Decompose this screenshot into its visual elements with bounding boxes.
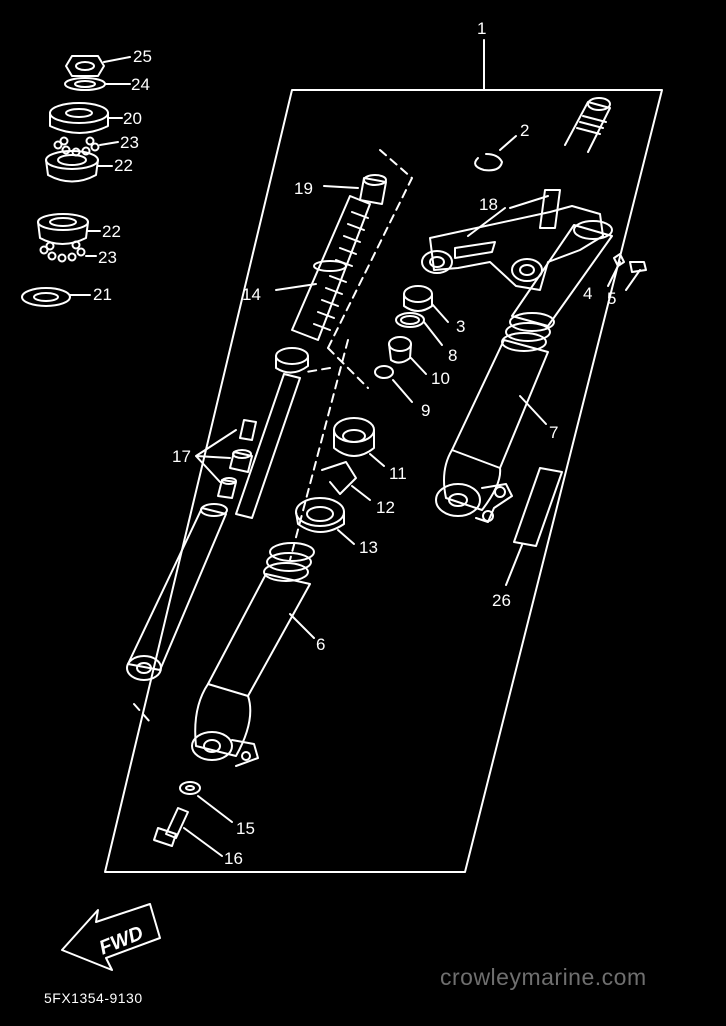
- under-bracket-18: [421, 189, 604, 291]
- callout-6: 6: [316, 635, 326, 654]
- label-26: [513, 467, 563, 547]
- callout-19: 19: [294, 179, 313, 198]
- watermark: crowleymarine.com: [440, 964, 647, 990]
- part-code: 5FX1354-9130: [44, 990, 143, 1006]
- leader-7: [519, 395, 547, 425]
- bearing-23-upper: [53, 136, 100, 157]
- washer-24: [64, 77, 106, 91]
- circlip-2: [474, 153, 503, 172]
- callout-25: 25: [133, 47, 152, 66]
- bushing-19: [359, 174, 387, 205]
- fwd-arrow-icon: FWD: [61, 903, 161, 971]
- leader-17: [195, 429, 237, 483]
- fork-leg-6: [191, 542, 315, 767]
- fork-leg-7: [435, 220, 613, 523]
- callout-13: 13: [359, 538, 378, 557]
- callout-14: 14: [242, 285, 261, 304]
- dust-seal-13: [295, 497, 345, 533]
- callout-22-lower: 22: [102, 222, 121, 241]
- bearing-race-22-upper: [45, 159, 99, 183]
- callout-7: 7: [549, 423, 559, 442]
- oil-seal-11: [333, 417, 375, 457]
- group-boundary-14: [289, 149, 413, 561]
- inner-tube-left: [126, 503, 228, 681]
- fwd-label: FWD: [96, 922, 146, 959]
- callout-23-lower: 23: [98, 248, 117, 267]
- callout-16: 16: [224, 849, 243, 868]
- damper-rod: [235, 347, 309, 519]
- callout-3: 3: [456, 317, 466, 336]
- bearing-race-22-lower: [37, 221, 89, 245]
- leader-6: [289, 613, 315, 639]
- fork-seal-parts: [374, 285, 449, 403]
- bolt-5: [625, 261, 647, 291]
- group-boundary-lower: [133, 367, 331, 723]
- callout-10: 10: [431, 369, 450, 388]
- callout-20: 20: [123, 109, 142, 128]
- callout-17: 17: [172, 447, 191, 466]
- callout-21: 21: [93, 285, 112, 304]
- ring-nut-20: [49, 112, 109, 134]
- callout-26: 26: [492, 591, 511, 610]
- callout-9: 9: [421, 401, 431, 420]
- washer-15: [179, 781, 201, 795]
- parts-17: [217, 419, 257, 499]
- bolt-16: [153, 807, 189, 847]
- callout-1: 1: [477, 19, 487, 38]
- callout-5: 5: [607, 289, 617, 308]
- seal-21: [21, 287, 71, 307]
- spring-14: [291, 195, 371, 341]
- callout-8: 8: [448, 346, 458, 365]
- clip-12: [321, 461, 357, 495]
- callout-15: 15: [236, 819, 255, 838]
- callout-4: 4: [583, 284, 593, 303]
- callout-23-upper: 23: [120, 133, 139, 152]
- ring-nut-25: [65, 55, 105, 77]
- bearing-23-lower: [39, 240, 86, 263]
- callout-22-upper: 22: [114, 156, 133, 175]
- callout-18: 18: [479, 195, 498, 214]
- leader-18: [467, 195, 549, 237]
- callout-11: 11: [389, 464, 407, 483]
- callout-12: 12: [376, 498, 395, 517]
- assembly-boundary: [104, 89, 663, 873]
- washer-4: [607, 253, 625, 287]
- steering-stack: [21, 55, 131, 307]
- steering-shaft: [564, 97, 611, 153]
- callout-24: 24: [131, 75, 150, 94]
- callout-2: 2: [520, 121, 530, 140]
